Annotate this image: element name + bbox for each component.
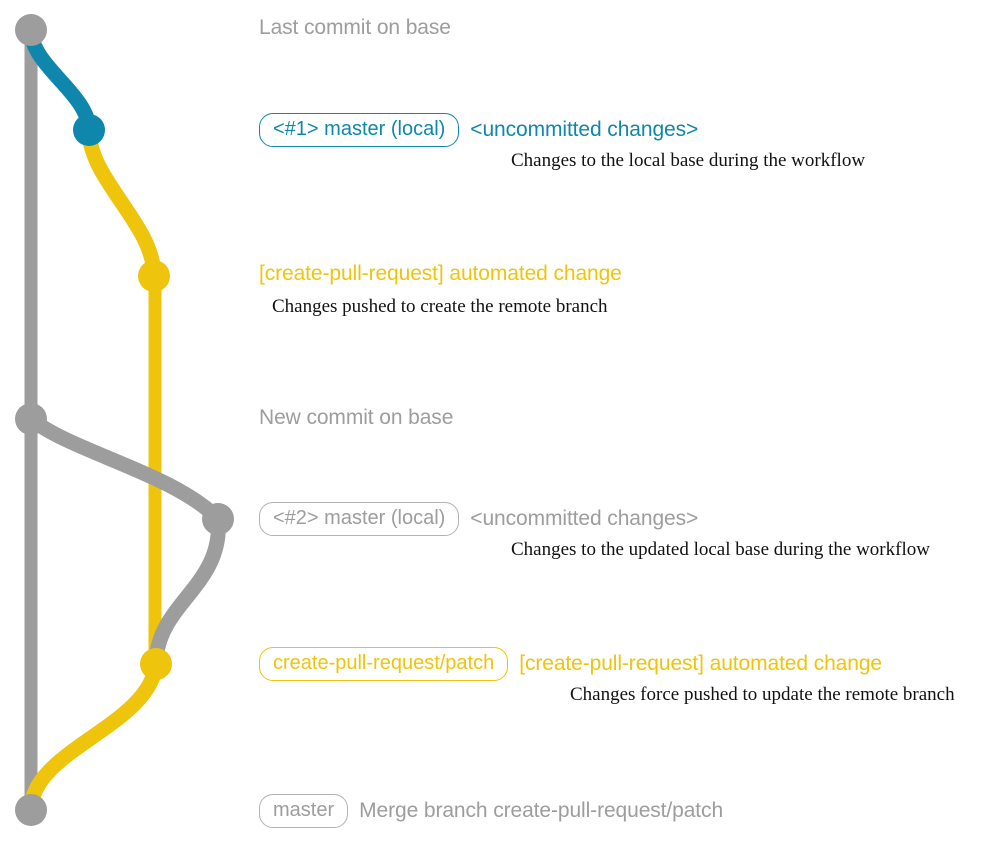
commit-row-automated-1: [create-pull-request] automated change [259, 262, 622, 286]
commit-description: Changes to the updated local base during… [511, 539, 930, 560]
edge-newbase-to-local2 [23, 411, 226, 527]
commit-row-automated-2: create-pull-request/patch [create-pull-r… [259, 647, 882, 681]
commit-row-merge: master Merge branch create-pull-request/… [259, 794, 723, 828]
spacer [459, 130, 470, 131]
branch-tag-create-pull-request-patch[interactable]: create-pull-request/patch [259, 647, 509, 681]
commit-subject: <uncommitted changes> [470, 118, 699, 141]
branch-tag-master-local-2[interactable]: <#2> master (local) [259, 502, 460, 536]
commit-node-new-base[interactable] [15, 403, 47, 435]
commit-description: Changes force pushed to update the remot… [570, 684, 955, 705]
commit-subject: <uncommitted changes> [470, 507, 699, 530]
commit-node-local-2[interactable] [202, 503, 234, 535]
commit-description: Changes pushed to create the remote bran… [272, 296, 608, 317]
commit-node-last-base[interactable] [15, 14, 47, 46]
branch-tag-master-local-1[interactable]: <#1> master (local) [259, 113, 460, 147]
spacer [508, 664, 519, 665]
commit-row-local-1: <#1> master (local) <uncommitted changes… [259, 113, 698, 147]
commit-node-automated-1[interactable] [138, 260, 170, 292]
commit-row-local-2: <#2> master (local) <uncommitted changes… [259, 502, 698, 536]
branch-tag-master[interactable]: master [259, 794, 349, 828]
commit-subject: Last commit on base [259, 16, 451, 39]
commit-subject: Merge branch create-pull-request/patch [359, 799, 724, 822]
edge-local2-to-automated2 [148, 511, 226, 672]
commit-subject: [create-pull-request] automated change [519, 652, 882, 675]
commit-row-new-base: New commit on base [259, 406, 453, 430]
commit-node-merge[interactable] [15, 794, 47, 826]
commit-node-local-1[interactable] [73, 114, 105, 146]
edge-automated2-to-merge [23, 656, 164, 818]
commit-subject: [create-pull-request] automated change [259, 262, 622, 285]
commit-description: Changes to the local base during the wor… [511, 150, 866, 171]
commit-subject: New commit on base [259, 406, 454, 429]
spacer [348, 811, 359, 812]
edge-local1-to-automated1 [81, 122, 162, 284]
commit-node-automated-2[interactable] [140, 648, 172, 680]
spacer [459, 519, 470, 520]
commit-row-last-base: Last commit on base [259, 16, 451, 40]
